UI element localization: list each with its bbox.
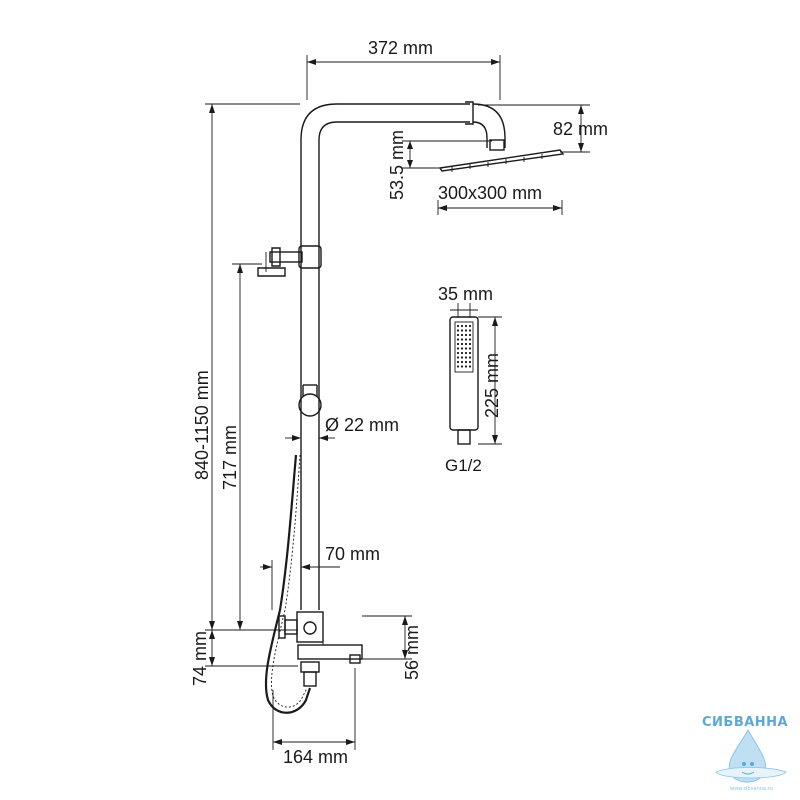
nozzle-dot	[468, 342, 472, 346]
nozzle-dot	[460, 360, 464, 364]
dim-label-head-size: 300x300 mm	[438, 183, 542, 203]
nozzle-dot	[464, 333, 468, 337]
dim-label-hand-length: 225 mm	[482, 353, 502, 418]
nozzle-dot	[468, 329, 472, 332]
shower-riser	[300, 101, 506, 610]
nozzle-dot	[460, 329, 464, 332]
dimension-head-height: 82 mm	[478, 104, 608, 153]
dim-label-arm-reach: 372 mm	[368, 38, 433, 58]
dim-label-thread: G1/2	[445, 456, 482, 475]
hand-shower	[449, 316, 479, 445]
nozzle-dot	[456, 351, 460, 355]
dim-label-bracket-height: 717 mm	[220, 425, 240, 490]
pipe-clamp	[298, 384, 322, 417]
nozzle-dot	[456, 356, 460, 359]
hand-shower-nozzles	[456, 324, 472, 368]
dimension-spout-height: 56 mm	[362, 615, 422, 680]
dimension-total-height: 840-1150 mm	[192, 103, 300, 631]
watermark-brand: СИБВАННА	[702, 715, 788, 730]
nozzle-dot	[460, 351, 464, 355]
dimension-head-size: 300x300 mm	[437, 183, 563, 215]
nozzle-dot	[456, 338, 460, 341]
nozzle-dot	[456, 324, 460, 328]
dimension-pipe-diameter: Ø 22 mm	[285, 415, 399, 441]
nozzle-dot	[464, 360, 468, 364]
nozzle-dot	[460, 342, 464, 346]
nozzle-dot	[468, 351, 472, 355]
nozzle-dot	[468, 360, 472, 364]
nozzle-dot	[460, 338, 464, 341]
nozzle-dot	[468, 365, 472, 368]
nozzle-dot	[456, 360, 460, 364]
nozzle-dot	[456, 347, 460, 350]
dim-label-spout-height: 56 mm	[402, 625, 422, 680]
dimension-hand-length: 225 mm	[478, 316, 502, 445]
nozzle-dot	[464, 351, 468, 355]
nozzle-dot	[456, 342, 460, 346]
dimension-arm-reach: 372 mm	[306, 38, 501, 100]
thermostatic-mixer	[278, 611, 363, 687]
nozzle-dot	[464, 338, 468, 341]
dimension-hand-width: 35 mm	[438, 284, 493, 318]
dim-label-head-offset: 53.5 mm	[387, 130, 407, 200]
shower-hose	[264, 454, 312, 714]
watermark-url: www.sibvanna.ru	[730, 786, 773, 792]
nozzle-dot	[456, 329, 460, 332]
nozzle-dot	[460, 365, 464, 368]
dim-label-mixer-height: 74 mm	[190, 631, 210, 686]
nozzle-dot	[468, 338, 472, 341]
nozzle-dot	[468, 347, 472, 350]
nozzle-dot	[468, 356, 472, 359]
nozzle-dot	[464, 324, 468, 328]
nozzle-dot	[464, 342, 468, 346]
dim-label-mixer-offset: 70 mm	[325, 544, 380, 564]
dimension-bracket-height: 717 mm	[220, 263, 262, 631]
sibvanna-logo: СИБВАННА www.sibvanna.ru	[702, 715, 788, 792]
nozzle-dot	[464, 365, 468, 368]
dimension-mixer-height: 74 mm	[190, 630, 298, 686]
nozzle-dot	[464, 347, 468, 350]
nozzle-dot	[464, 329, 468, 332]
nozzle-dot	[456, 333, 460, 337]
dim-label-hand-width: 35 mm	[438, 284, 493, 304]
dimension-mixer-offset: 70 mm	[260, 544, 380, 610]
dim-label-spout-reach: 164 mm	[283, 747, 348, 767]
dimension-head-offset: 53.5 mm	[387, 130, 492, 200]
nozzle-dot	[460, 324, 464, 328]
nozzle-dot	[468, 324, 472, 328]
rain-shower-head	[438, 139, 565, 172]
hand-shower-holder	[257, 245, 322, 277]
nozzle-dot	[460, 333, 464, 337]
nozzle-dot	[468, 333, 472, 337]
dim-label-total-height: 840-1150 mm	[192, 370, 212, 480]
dim-label-pipe-diameter: Ø 22 mm	[325, 415, 399, 435]
nozzle-dot	[456, 365, 460, 368]
dimension-spout-reach: 164 mm	[272, 668, 356, 767]
nozzle-dot	[460, 356, 464, 359]
nozzle-dot	[460, 347, 464, 350]
dim-label-head-height: 82 mm	[553, 119, 608, 139]
nozzle-dot	[464, 356, 468, 359]
